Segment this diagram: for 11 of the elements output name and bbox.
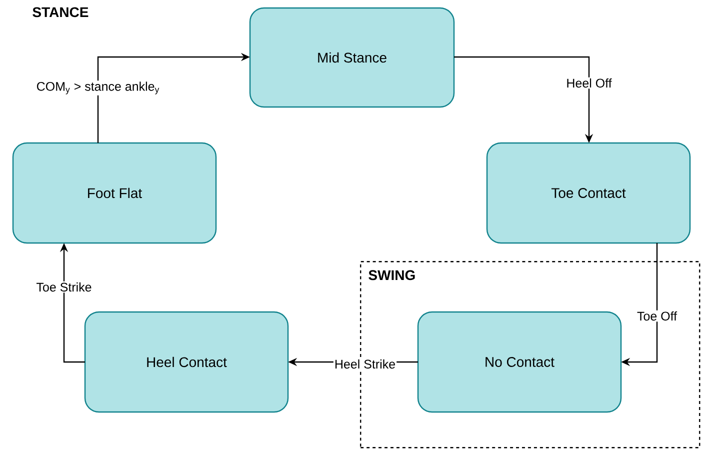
edge-label: COM$_{y}$ > stance ankle$_{y}$ bbox=[35, 80, 161, 96]
heading: STANCE bbox=[32, 7, 88, 18]
state-box: Toe Contact bbox=[486, 142, 691, 244]
state-box: No Contact bbox=[417, 311, 622, 413]
edge-label: Toe Off bbox=[636, 310, 678, 322]
edge-label: Toe Strike bbox=[35, 281, 93, 293]
state-box: Heel Contact bbox=[84, 311, 289, 413]
state-box: Foot Flat bbox=[12, 142, 217, 244]
edge-label: Heel Strike bbox=[333, 358, 397, 370]
state-box: Mid Stance bbox=[249, 7, 455, 108]
edge-label: Heel Off bbox=[565, 77, 613, 89]
